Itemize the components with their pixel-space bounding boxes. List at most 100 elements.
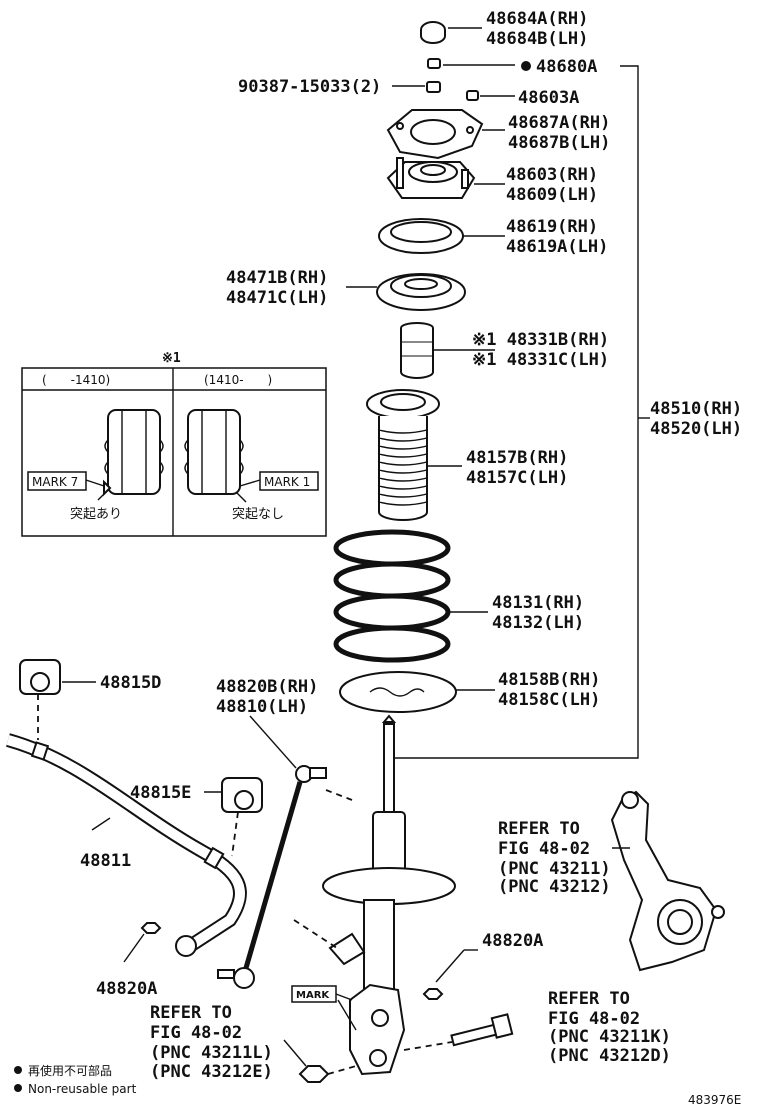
ref-knuckle-line4: (PNC 43212) <box>498 877 611 897</box>
label-48331-lh: ※1 48331C(LH) <box>472 350 609 370</box>
figure-id: 483976E <box>688 1093 741 1107</box>
label-48158-rh: 48158B(RH) <box>498 670 600 690</box>
boot-rib <box>378 445 428 450</box>
label-48131-lh: 48132(LH) <box>492 613 584 633</box>
label-48815d: 48815D <box>100 673 161 693</box>
bushing-48815e-part <box>204 777 263 857</box>
coil-spring-part <box>333 529 488 663</box>
bushing-48815d-part <box>19 659 96 740</box>
ref-knuckle-line1: REFER TO <box>498 819 580 839</box>
ref-bolt-line4: (PNC 43212D) <box>548 1046 671 1066</box>
label-48684-rh: 48684A(RH) <box>486 9 588 29</box>
spring-coil <box>333 561 451 599</box>
boot-rib <box>378 453 428 458</box>
ref-nut-line4: (PNC 43212E) <box>150 1062 273 1082</box>
strut-mark-text: MARK <box>296 990 330 1001</box>
boot-rib <box>378 501 428 506</box>
spring-coil <box>333 529 451 567</box>
spring-insulator-part <box>346 273 466 311</box>
label-48811: 48811 <box>80 851 131 871</box>
legend-jp: 再使用不可部品 <box>28 1063 112 1078</box>
boot-rib <box>378 461 428 466</box>
lower-insulator-part <box>339 671 495 713</box>
nut-48603a-part <box>466 90 515 101</box>
steering-knuckle-part <box>610 790 725 972</box>
label-48820b-lh: 48810(LH) <box>216 697 308 717</box>
inset-caption-right: 突起なし <box>232 506 284 522</box>
label-48603-lh: 48609(LH) <box>506 185 598 205</box>
stopper-without-protrusion <box>184 409 261 503</box>
label-48510-rh: 48510(RH) <box>650 399 742 419</box>
inset-mark7: MARK 7 <box>32 475 78 489</box>
inset-mark1: MARK 1 <box>264 475 310 489</box>
stabilizer-bar-part <box>6 733 247 957</box>
inset-col2-header: (1410- ) <box>204 373 272 387</box>
boot-rib <box>378 477 428 482</box>
label-48157-lh: 48157C(LH) <box>466 468 568 488</box>
nut-90387-part <box>392 81 441 93</box>
ref-knuckle-line3: (PNC 43211) <box>498 859 611 879</box>
label-48684-lh: 48684B(LH) <box>486 29 588 49</box>
legend: 再使用不可部品 Non-reusable part <box>14 1063 137 1096</box>
label-48603a: 48603A <box>518 88 579 108</box>
label-48471-lh: 48471C(LH) <box>226 288 328 308</box>
label-48820a-right: 48820A <box>482 931 543 951</box>
bearing-part <box>378 218 505 254</box>
label-48815e: 48815E <box>130 783 191 803</box>
ref-knuckle-line2: FIG 48-02 <box>498 839 590 859</box>
ref-bolt-line3: (PNC 43211K) <box>548 1027 671 1047</box>
upper-support-part <box>386 157 505 199</box>
strut-nut-part <box>283 1039 357 1083</box>
label-48131-rh: 48131(RH) <box>492 593 584 613</box>
label-48820a-left: 48820A <box>96 979 157 999</box>
boot-rib <box>378 437 428 442</box>
label-48619-rh: 48619(RH) <box>506 217 598 237</box>
label-48158-lh: 48158C(LH) <box>498 690 600 710</box>
label-48331-rh: ※1 48331B(RH) <box>472 330 609 350</box>
boot-rib <box>378 469 428 474</box>
strut-absorber-part <box>322 714 456 1076</box>
label-48687-rh: 48687A(RH) <box>508 113 610 133</box>
dust-boot-part <box>366 389 462 521</box>
dust-cap-part <box>420 21 482 44</box>
ref-nut-line3: (PNC 43211L) <box>150 1043 273 1063</box>
label-48603-rh: 48603(RH) <box>506 165 598 185</box>
stopper-with-protrusion <box>85 409 164 501</box>
strut-mark-tag: MARK <box>291 985 353 1003</box>
strut-bolt-part <box>403 1013 514 1051</box>
label-90387: 90387-15033(2) <box>238 77 381 97</box>
ref-bolt-line1: REFER TO <box>548 989 630 1009</box>
assembly-bracket <box>390 65 650 759</box>
part-labels: 48684A(RH) 48684B(LH) 48680A 90387-15033… <box>80 9 742 1082</box>
stabilizer-link-part <box>217 715 353 989</box>
legend-en: Non-reusable part <box>28 1082 137 1096</box>
non-reusable-marker <box>521 61 531 71</box>
label-48619-lh: 48619A(LH) <box>506 237 608 257</box>
boot-rib <box>378 485 428 490</box>
spring-coil <box>333 625 451 663</box>
label-48680a: 48680A <box>536 57 597 77</box>
boot-rib <box>378 429 428 434</box>
boot-rib <box>378 493 428 498</box>
nut-48820a-left-part <box>123 922 162 963</box>
legend-marker-2 <box>14 1084 22 1092</box>
ref-bolt-line2: FIG 48-02 <box>548 1009 640 1029</box>
inset-table: ※1 ( -1410) (1410- ) MARK 7 突起あり <box>21 351 327 537</box>
inset-col1-header: ( -1410) <box>42 373 110 387</box>
inset-note-ref: ※1 <box>162 351 181 366</box>
spring-coil <box>333 593 451 631</box>
nut-48680a-part <box>427 58 531 71</box>
ref-nut-line1: REFER TO <box>150 1003 232 1023</box>
inset-caption-left: 突起あり <box>70 506 122 522</box>
nut-48820a-right-part <box>422 949 478 1000</box>
label-48687-lh: 48687B(LH) <box>508 133 610 153</box>
label-48510-lh: 48520(LH) <box>650 419 742 439</box>
label-48157-rh: 48157B(RH) <box>466 448 568 468</box>
legend-marker-1 <box>14 1066 22 1074</box>
ref-nut-line2: FIG 48-02 <box>150 1023 242 1043</box>
label-48471-rh: 48471B(RH) <box>226 268 328 288</box>
label-48820b-rh: 48820B(RH) <box>216 677 318 697</box>
bump-stopper-part <box>400 322 495 379</box>
